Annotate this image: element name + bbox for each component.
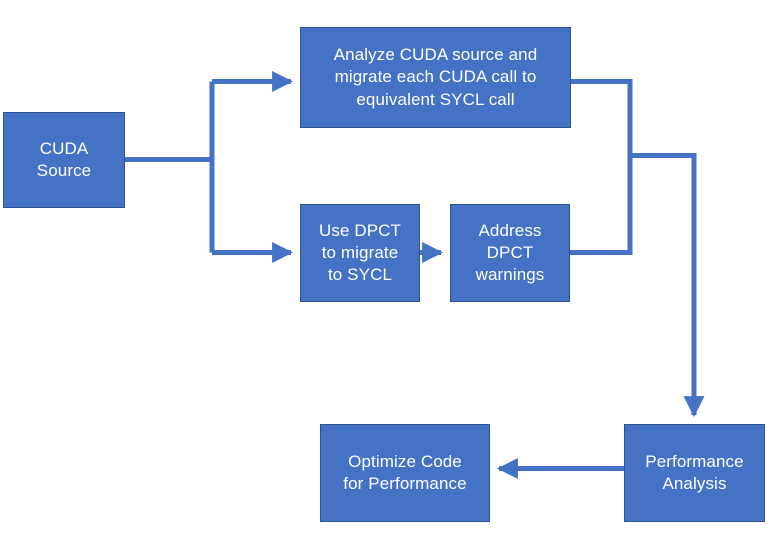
node-analyze-migrate-label: Analyze CUDA source and migrate each CUD…: [333, 45, 538, 109]
node-performance-analysis[interactable]: Performance Analysis: [624, 424, 765, 522]
connector-merge-to-perf-analysis: [630, 153, 705, 418]
node-optimize-code-label: Optimize Code for Performance: [343, 451, 467, 493]
node-address-dpct[interactable]: Address DPCT warnings: [450, 204, 570, 302]
node-address-dpct-label: Address DPCT warnings: [475, 220, 545, 285]
node-optimize-code[interactable]: Optimize Code for Performance: [320, 424, 490, 522]
node-analyze-migrate[interactable]: Analyze CUDA source and migrate each CUD…: [300, 27, 571, 128]
node-performance-analysis-label: Performance Analysis: [645, 451, 744, 493]
node-use-dpct-label: Use DPCT to migrate to SYCL: [318, 220, 402, 285]
connector-address-to-merge: [570, 155, 633, 255]
node-use-dpct[interactable]: Use DPCT to migrate to SYCL: [300, 204, 420, 302]
node-cuda-source[interactable]: CUDA Source: [3, 112, 125, 208]
connector-analyze-to-merge: [571, 79, 633, 156]
node-cuda-source-label: CUDA Source: [36, 138, 92, 180]
